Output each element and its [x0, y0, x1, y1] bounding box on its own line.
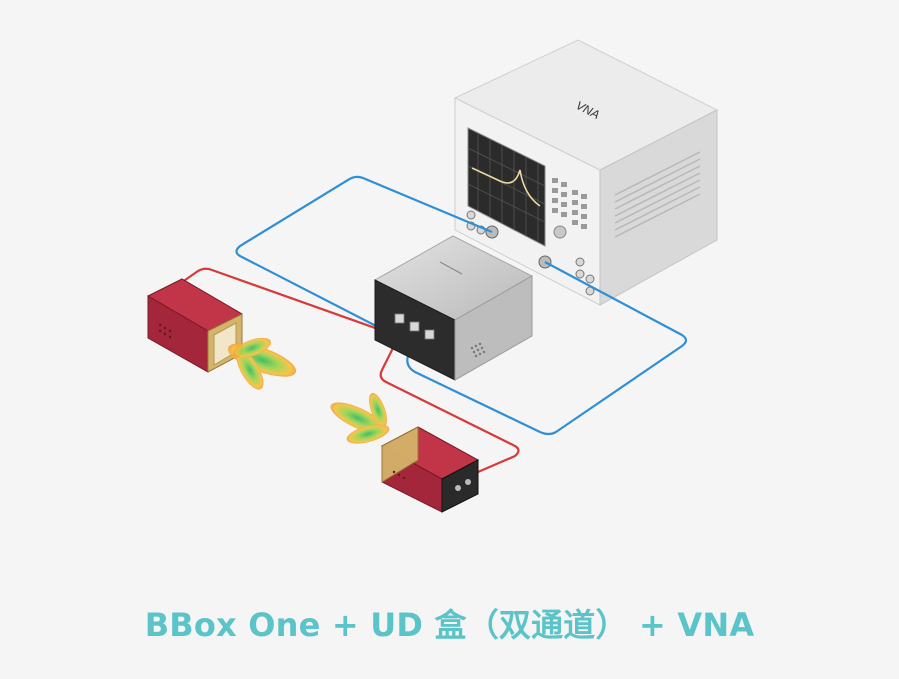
bbox-one-right — [380, 426, 480, 513]
diagram-caption: BBox One + UD 盒（双通道） + VNA — [144, 606, 755, 644]
blue-cable-2 — [406, 261, 688, 436]
beam-pattern-left — [227, 337, 297, 390]
blue-cable-1 — [235, 175, 493, 329]
bbox-one-left — [146, 278, 244, 373]
beam-pattern-right — [330, 392, 390, 444]
red-cable-1 — [177, 267, 393, 336]
red-cable-2 — [379, 337, 520, 474]
setup-diagram: VNA — [146, 39, 719, 513]
vna-instrument: VNA — [453, 39, 719, 306]
ud-box — [373, 235, 534, 381]
